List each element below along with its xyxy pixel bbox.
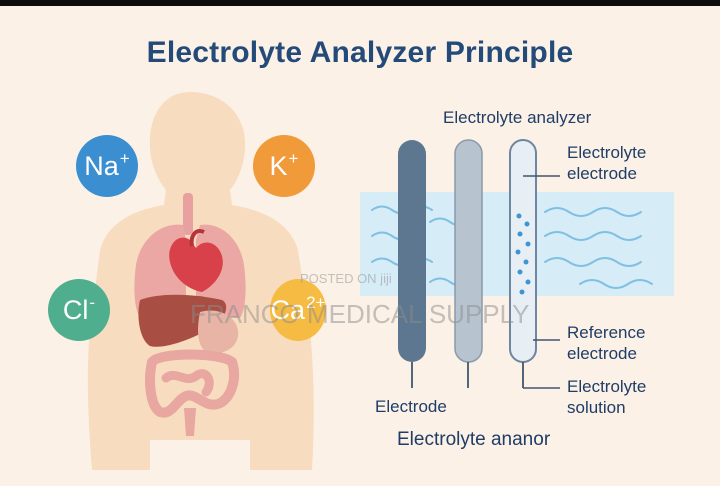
potassium-ion-badge: K+ [253,135,315,197]
intestine-coils [161,369,214,397]
reference-electrode-label-line2: electrode [567,344,637,363]
bottom-caption: Electrolyte ananor [397,429,551,450]
ion-symbol: Na [84,150,119,181]
chloride-ion-badge: Cl- [48,279,110,341]
ion-charge: - [89,293,96,312]
electrolyte-electrode-label-line1: Electrolyte [567,143,647,162]
ion-particles [515,213,531,295]
top-bar [0,0,720,6]
ion-charge: 2+ [306,293,326,312]
electrolyte-electrode-label-line2: electrode [567,164,637,183]
reference-electrode-label-line1: Reference [567,323,646,342]
human-body-figure [87,92,314,470]
watermark-posted: POSTED ON jiji [300,271,392,286]
diagram-title: Electrolyte Analyzer Principle [146,36,574,69]
electrode-leads [411,362,524,388]
callout-lines [523,175,560,389]
sodium-ion-badge: Na+ [76,135,138,197]
heart-vessel [189,229,205,247]
liver [138,294,227,347]
electrode-label: Electrode [375,397,447,416]
analyzer-label: Electrolyte analyzer [443,108,592,127]
electrolyte-solution-label-line2: solution [567,398,626,417]
ion-symbol: K [269,150,288,181]
stomach [198,310,239,354]
electrolyte-solution-label-line1: Electrolyte [567,377,647,396]
ion-symbol: Cl [62,294,89,325]
ion-symbol: Ca [270,294,306,325]
watermark-supply: FRANCO MEDICAL SUPPLY [190,299,530,329]
intestines [145,349,240,418]
ion-charge: + [288,149,299,168]
ion-charge: + [119,149,130,168]
heart [169,237,223,292]
electrode-dark [398,140,426,362]
trachea [183,193,193,235]
rectum [184,408,196,436]
